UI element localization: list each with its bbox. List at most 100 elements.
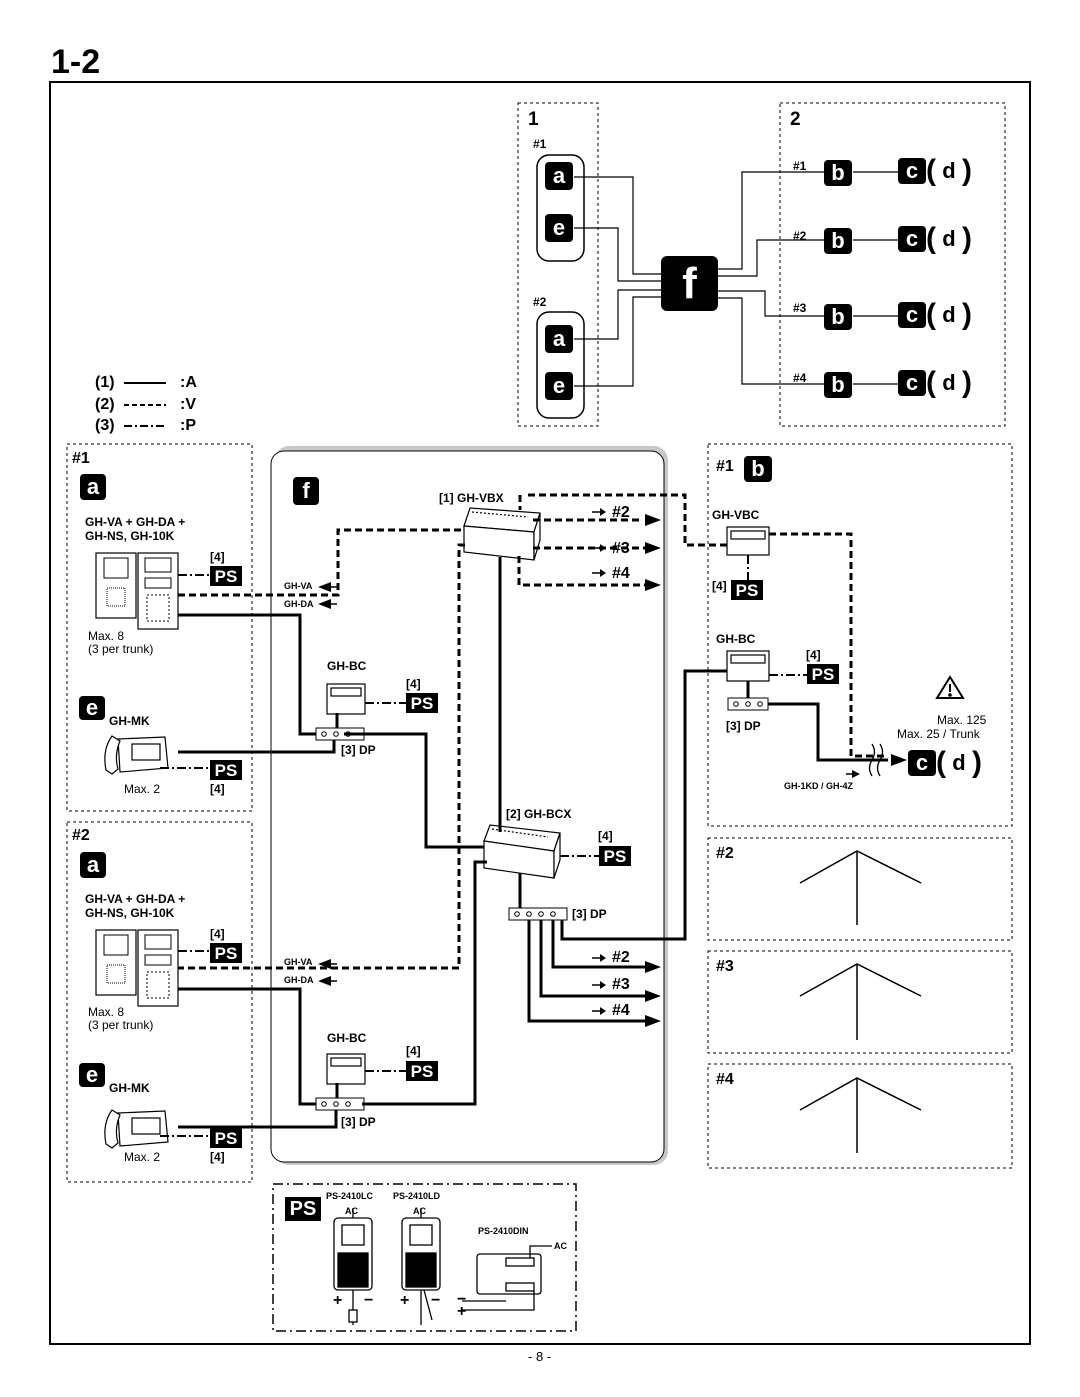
vbc-label: GH-VBC bbox=[712, 508, 760, 522]
page-number: - 8 - bbox=[528, 1349, 552, 1364]
ps-3-minus: − bbox=[457, 1291, 467, 1308]
legend-num-1: (1) bbox=[95, 374, 115, 391]
group1-sub2: #2 bbox=[533, 295, 547, 309]
dp-center-1-label: [3] DP bbox=[341, 743, 376, 757]
c-d-row-3: c(d) bbox=[898, 300, 972, 330]
badge-b-2: b bbox=[824, 228, 852, 254]
gh-vbx-device bbox=[463, 507, 541, 561]
gh-bc-center-2-device bbox=[326, 1053, 366, 1085]
group2-box bbox=[779, 102, 1006, 427]
ps-3-plus: + bbox=[457, 1303, 467, 1320]
left-2-max8: Max. 8 bbox=[88, 1005, 125, 1019]
legend-code-2: :V bbox=[180, 396, 196, 413]
gh-bc-center-1-device bbox=[326, 683, 366, 715]
c-d-row-4: c(d) bbox=[898, 368, 972, 398]
left-1-models-line2: GH-NS, GH-10K bbox=[85, 529, 175, 543]
center-panel bbox=[270, 450, 665, 1163]
badge-c-right: c bbox=[908, 750, 936, 776]
max-125-label: Max. 125 bbox=[937, 713, 987, 727]
badge-f-center: f bbox=[293, 477, 319, 505]
b-row-2-label: #2 bbox=[793, 229, 807, 243]
legend-num-3: (3) bbox=[95, 417, 115, 434]
left-1-mk-ps-badge: PS bbox=[210, 760, 242, 780]
bcx-out-4: #4 bbox=[612, 1002, 630, 1019]
bc-center-1-label: GH-BC bbox=[327, 659, 367, 673]
ps-model-1: PS-2410LC bbox=[326, 1191, 374, 1201]
legend-num-2: (2) bbox=[95, 396, 115, 413]
gh-da-label-1: GH-DA bbox=[284, 599, 314, 609]
vbx-out-2: #2 bbox=[612, 504, 630, 521]
vbc-ps-badge: PS bbox=[731, 580, 763, 600]
bcx-ps-badge: PS bbox=[599, 846, 631, 866]
group2-number: 2 bbox=[790, 109, 801, 130]
master-station-1-icon bbox=[104, 735, 169, 775]
max-25-trunk-label: Max. 25 / Trunk bbox=[897, 727, 980, 741]
dp-box-center-2 bbox=[315, 1097, 365, 1111]
vbc-ps-ref: [4] bbox=[712, 579, 727, 593]
ps-model-2-ac: AC bbox=[413, 1206, 426, 1216]
cable-break-icon bbox=[868, 743, 884, 777]
bcx-out-3: #3 bbox=[612, 976, 630, 993]
ps-2410ld-icon bbox=[401, 1208, 441, 1325]
main-frame bbox=[49, 81, 1031, 1345]
right-panel-1 bbox=[707, 443, 1013, 827]
bcx-label: [2] GH-BCX bbox=[506, 807, 572, 821]
c-d-right: c(d) bbox=[908, 748, 982, 778]
badge-d-4: d bbox=[936, 370, 962, 396]
bc-center-2-label: GH-BC bbox=[327, 1031, 367, 1045]
left-panel-2-heading: #2 bbox=[72, 827, 90, 844]
badge-d-1: d bbox=[936, 158, 962, 184]
page-title: 1-2 bbox=[51, 43, 101, 81]
badge-c-3: c bbox=[898, 302, 926, 328]
badge-a-left-2: a bbox=[80, 852, 106, 878]
left-2-per-trunk: (3 per trunk) bbox=[88, 1018, 154, 1032]
gh-va-label-2: GH-VA bbox=[284, 957, 313, 967]
badge-a-1: a bbox=[545, 162, 573, 190]
gh-va-label-1: GH-VA bbox=[284, 581, 313, 591]
badge-b-3: b bbox=[824, 304, 852, 330]
dp-box-right bbox=[727, 697, 769, 711]
bc-right-ps-ref: [4] bbox=[806, 648, 821, 662]
dp-right-label: [3] DP bbox=[726, 719, 761, 733]
ps-box-badge: PS bbox=[285, 1197, 321, 1221]
badge-b-1: b bbox=[824, 160, 852, 186]
group1-box bbox=[517, 102, 599, 427]
ps-1-plus: + bbox=[333, 1292, 343, 1309]
badge-e-1: e bbox=[545, 214, 573, 242]
badge-b-right: b bbox=[744, 456, 772, 482]
legend-code-3: :P bbox=[180, 417, 196, 434]
ps-2-minus: − bbox=[431, 1292, 441, 1309]
arrowheads bbox=[318, 508, 907, 1027]
left-2-max2: Max. 2 bbox=[124, 1150, 161, 1164]
badge-c-2: c bbox=[898, 226, 926, 252]
bc-right-label: GH-BC bbox=[716, 632, 756, 646]
fanout-symbols bbox=[799, 850, 922, 1153]
right-panel-1-heading: #1 bbox=[716, 458, 734, 475]
bcx-out-2: #2 bbox=[612, 949, 630, 966]
dp-bcx-label: [3] DP bbox=[572, 907, 607, 921]
bc-center-2-ps-badge: PS bbox=[406, 1061, 438, 1081]
badge-d-right: d bbox=[946, 750, 972, 776]
cable-label: GH-1KD / GH-4Z bbox=[784, 781, 854, 791]
power-wires bbox=[160, 555, 808, 1137]
gh-da-label-2: GH-DA bbox=[284, 975, 314, 985]
b-row-4-label: #4 bbox=[793, 371, 807, 385]
vbx-out-4: #4 bbox=[612, 565, 630, 582]
c-d-row-1: c(d) bbox=[898, 156, 972, 186]
left-1-max2: Max. 2 bbox=[124, 782, 161, 796]
bc-center-2-ps-ref: [4] bbox=[406, 1044, 421, 1058]
c-d-row-2: c(d) bbox=[898, 224, 972, 254]
badge-d-2: d bbox=[936, 226, 962, 252]
right-panel-2-heading: #2 bbox=[716, 845, 734, 862]
bc-right-ps-badge: PS bbox=[807, 664, 839, 684]
left-1-mk-ps-ref: [4] bbox=[210, 782, 225, 796]
b-row-1-label: #1 bbox=[793, 159, 807, 173]
vbx-label: [1] GH-VBX bbox=[439, 491, 504, 505]
warning-triangle-icon bbox=[935, 675, 965, 699]
station-pair-2 bbox=[536, 311, 585, 419]
left-panel-1 bbox=[66, 443, 253, 812]
right-panel-4-heading: #4 bbox=[716, 1071, 734, 1088]
badge-e-left-2: e bbox=[79, 1063, 105, 1087]
left-1-ps-badge: PS bbox=[210, 566, 242, 586]
